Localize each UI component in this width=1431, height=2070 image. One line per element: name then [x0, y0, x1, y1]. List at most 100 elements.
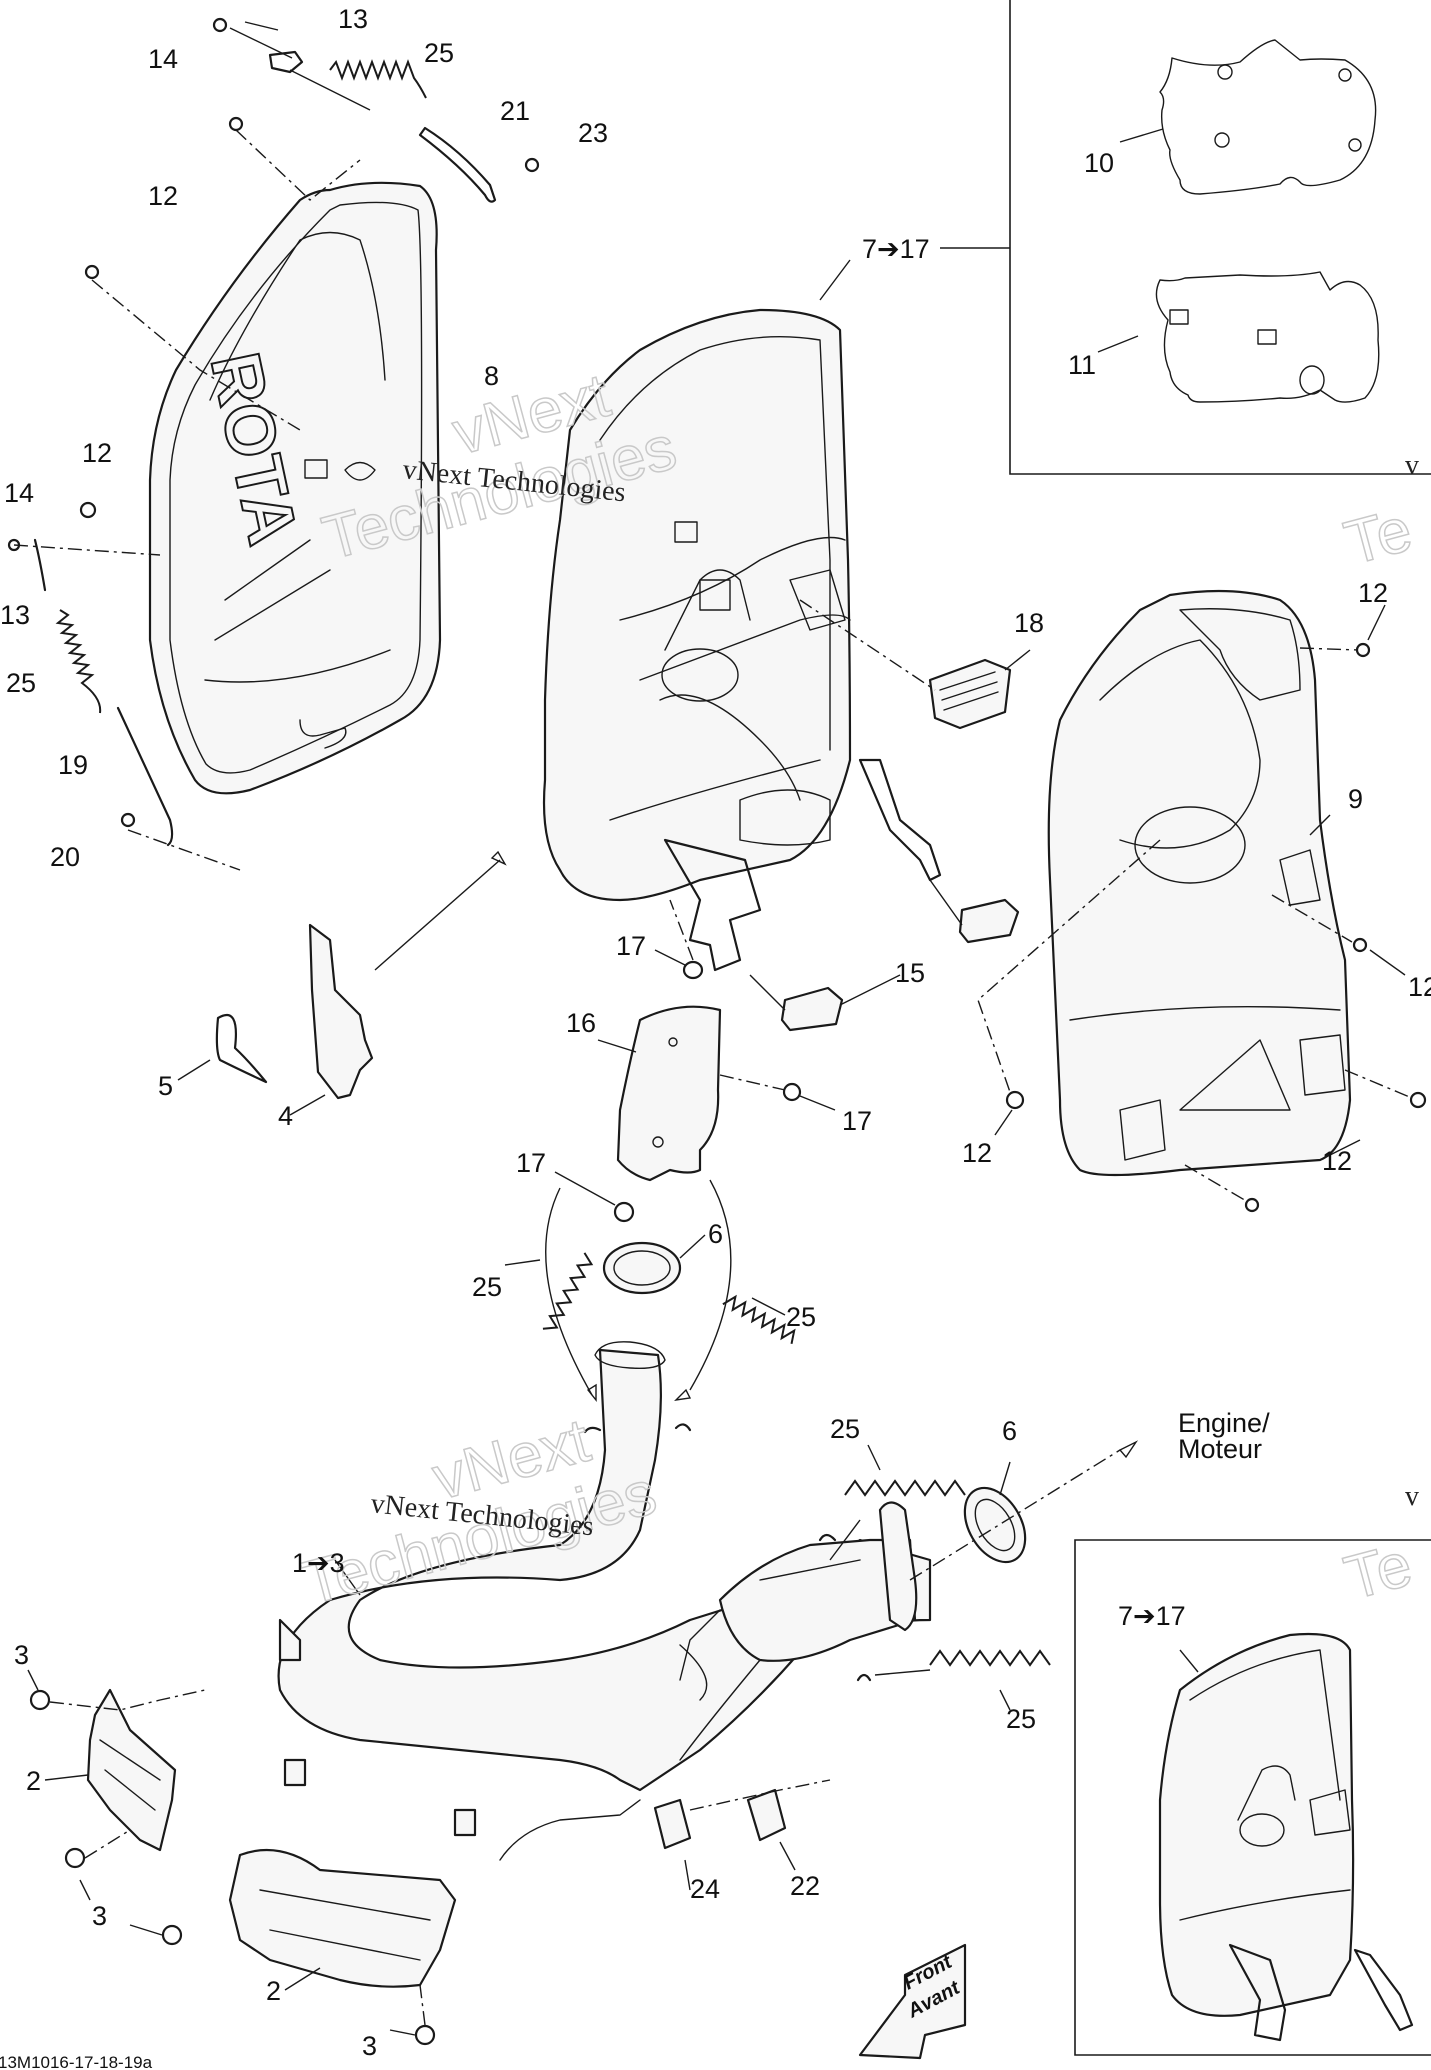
lower-hardware: [27, 1669, 831, 2046]
callout-22: 22: [790, 1871, 820, 1901]
callout-1to3: 1➔3: [292, 1548, 345, 1578]
callout-20: 20: [50, 842, 80, 872]
callout-2b: 2: [266, 1976, 281, 2006]
part-12-grommet-c: [79, 501, 97, 519]
part-25-spring-top: [329, 59, 427, 99]
callout-25e: 25: [830, 1414, 860, 1444]
part-12-grommet-h: [1244, 1197, 1260, 1213]
callout-7to17b: 7➔17: [1118, 1601, 1186, 1631]
inset-box-muffler: [1074, 1539, 1431, 2056]
part-25-spring-e: [844, 1479, 966, 1497]
top-left-hardware: [7, 17, 540, 871]
callout-15: 15: [895, 958, 925, 988]
callout-25b: 25: [6, 668, 36, 698]
callout-25d: 25: [786, 1302, 816, 1332]
watermark-edge-2: v: [1405, 1481, 1419, 1512]
part-17-bushing-a: [682, 960, 704, 980]
part-21-strap: [418, 126, 497, 203]
callout-16: 16: [566, 1008, 596, 1038]
part-16-heat-shield: [616, 1005, 722, 1182]
engine-side-parts: [829, 1440, 1139, 1711]
callout-3c: 3: [362, 2031, 377, 2061]
exhaust-pipe-assembly: [277, 1341, 932, 1861]
callout-6a: 6: [708, 1219, 723, 1249]
muffler-bracket-left: [663, 838, 762, 972]
part-15-clip-a: [958, 898, 1020, 944]
part-2-shield-a: [86, 1688, 177, 1852]
part-6-gasket-b: [963, 1486, 1027, 1564]
callout-7to17a: 7➔17: [862, 234, 930, 264]
callout-19: 19: [58, 750, 88, 780]
part-12-grommet-b: [84, 264, 100, 280]
callout-6b: 6: [1002, 1416, 1017, 1446]
part-18-damper: [928, 658, 1012, 730]
part-11-gasket: [1155, 271, 1380, 403]
callout-18: 18: [1014, 608, 1044, 638]
watermark-edge-ghost-1: Te: [1338, 495, 1419, 579]
part-10-gasket: [1159, 39, 1377, 195]
part-22-bracket: [746, 1788, 787, 1842]
part-25-spring-f: [929, 1649, 1051, 1667]
callout-10: 10: [1084, 148, 1114, 178]
callout-14b: 14: [4, 478, 34, 508]
watermark-edge-1: v: [1405, 450, 1419, 481]
engine-label-line2: Moteur: [1178, 1434, 1262, 1464]
shield-parts: [177, 850, 836, 1223]
callout-12b: 12: [82, 438, 112, 468]
part-8-side-cover: ROTA: [148, 181, 442, 795]
callout-21: 21: [500, 96, 530, 126]
muffler-hardware: [654, 599, 1031, 1032]
part-9-rear-cover: [977, 589, 1427, 1213]
part-3-nut-d: [414, 2024, 436, 2046]
part-24-isolator: [653, 1798, 692, 1850]
muffler-bracket-right: [858, 758, 942, 882]
part-5-clip: [215, 1013, 268, 1084]
engine-label-line1: Engine/: [1178, 1408, 1270, 1438]
part-17-bushing-c: [613, 1201, 635, 1223]
part-25-spring-b: [55, 609, 102, 714]
part-12-grommet-g: [1409, 1091, 1427, 1109]
callout-12c: 12: [1358, 578, 1388, 608]
callout-24: 24: [690, 1874, 720, 1904]
catalyst-body: [718, 1538, 917, 1662]
part-25-spring-d: [722, 1294, 796, 1345]
callout-11: 11: [1068, 350, 1096, 380]
part-13-bracket: [268, 50, 304, 74]
callout-17b: 17: [842, 1106, 872, 1136]
part-12-grommet-a: [228, 116, 244, 132]
muffler-main: [542, 247, 1010, 972]
part-20-screw: [120, 812, 136, 828]
callout-25f: 25: [1006, 1704, 1036, 1734]
callout-17a: 17: [616, 931, 646, 961]
drawing-code: 13M1016-17-18-19a: [0, 2053, 153, 2070]
part-12-grommet-e: [1352, 937, 1368, 953]
callout-13b: 13: [0, 600, 30, 630]
part-12-grommet-d: [1355, 642, 1371, 658]
part-23-screw: [524, 157, 540, 173]
part-3-nut-a: [29, 1689, 51, 1711]
part-14-screw: [212, 17, 228, 33]
part-3-nut-c: [161, 1924, 183, 1946]
callout-23: 23: [578, 118, 608, 148]
callout-12a: 12: [148, 181, 178, 211]
callout-13a: 13: [338, 4, 368, 34]
callout-5: 5: [158, 1071, 173, 1101]
part-17-bushing-b: [782, 1082, 802, 1102]
callout-14a: 14: [148, 44, 178, 74]
part-19-rod: [116, 706, 174, 847]
pipe-flange: [878, 1501, 918, 1632]
mid-springs: [504, 1179, 796, 1402]
callout-12e: 12: [962, 1138, 992, 1168]
callout-25a: 25: [424, 38, 454, 68]
front-direction-arrow: Front Avant: [858, 1943, 967, 2060]
callout-9: 9: [1348, 784, 1363, 814]
callout-12f: 12: [1322, 1146, 1352, 1176]
inset-box-gaskets: [1009, 0, 1431, 475]
callout-12d: 12: [1408, 972, 1431, 1002]
part-13-strap-b: [33, 538, 47, 592]
watermark-edge-ghost-2: Te: [1338, 1530, 1419, 1614]
callout-2a: 2: [26, 1766, 41, 1796]
part-12-grommet-f: [1005, 1090, 1025, 1110]
part-4-shield: [308, 923, 374, 1100]
